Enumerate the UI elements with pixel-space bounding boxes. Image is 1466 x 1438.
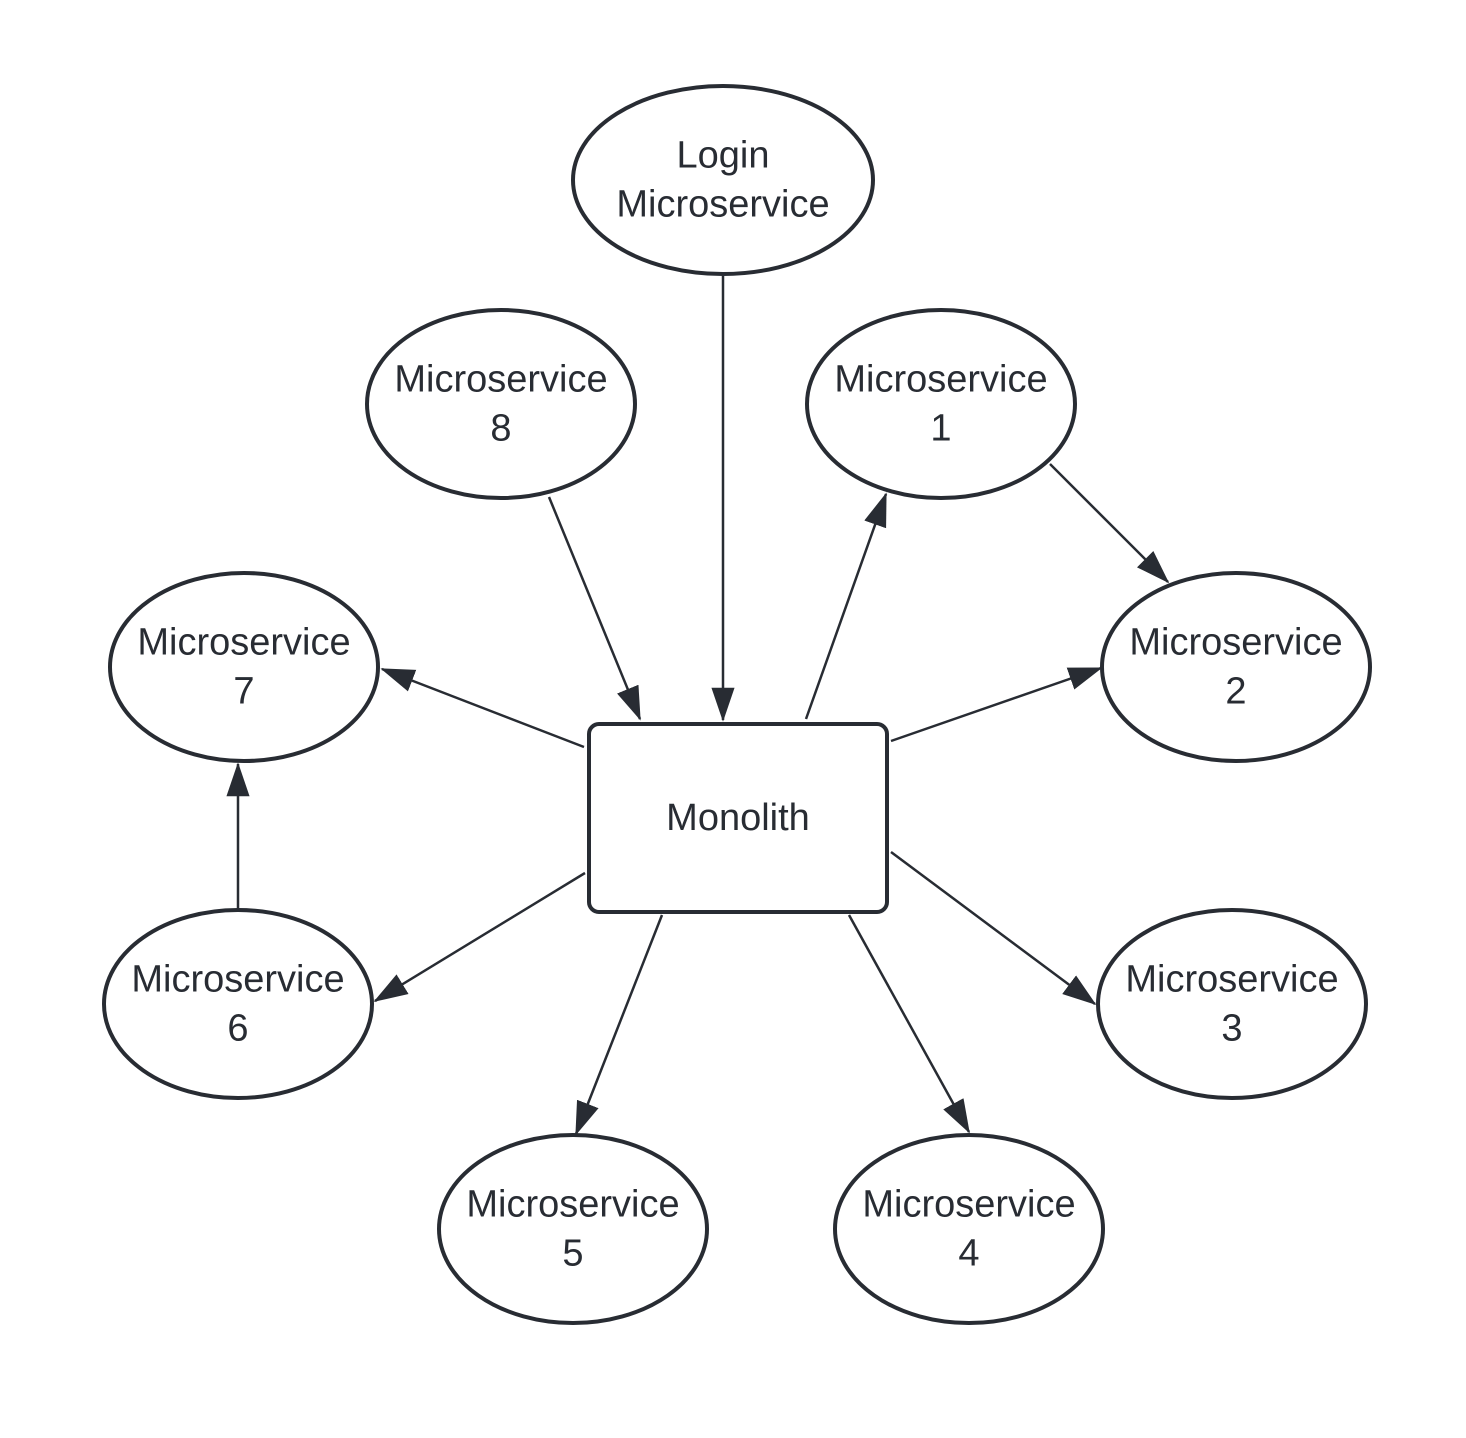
node-ms1-label-line-2: 1 xyxy=(930,408,951,450)
node-ms8: Microservice 8 xyxy=(365,308,637,500)
node-ms6-shape xyxy=(102,908,374,1100)
node-ms7-label-line-1: Microservice xyxy=(137,622,350,664)
edge-monolith-to-ms5 xyxy=(574,914,664,1136)
node-login-label-line-1: Login xyxy=(677,135,770,177)
edge-monolith-to-ms2 xyxy=(890,666,1103,743)
edge-monolith-to-ms4 xyxy=(847,914,971,1134)
node-ms3-label-line-1: Microservice xyxy=(1125,959,1338,1001)
node-ms3-label-line-2: 3 xyxy=(1221,1008,1242,1050)
node-ms7: Microservice 7 xyxy=(108,571,380,763)
node-ms6-label-line-1: Microservice xyxy=(131,959,344,1001)
edge-monolith-to-ms6 xyxy=(373,871,586,1003)
node-ms7-shape xyxy=(108,571,380,763)
node-ms4: Microservice 4 xyxy=(833,1133,1105,1325)
node-ms5-shape xyxy=(437,1133,709,1325)
node-monolith: Monolith xyxy=(587,722,889,914)
edge-monolith-to-ms3 xyxy=(890,850,1097,1006)
node-ms4-label-line-1: Microservice xyxy=(862,1184,1075,1226)
node-ms4-label-line-2: 4 xyxy=(958,1233,979,1275)
node-ms5-label-line-1: Microservice xyxy=(466,1184,679,1226)
node-ms8-label-line-2: 8 xyxy=(490,408,511,450)
node-ms5-label-line-2: 5 xyxy=(562,1233,583,1275)
node-login-label-line-2: Microservice xyxy=(616,184,829,226)
node-ms4-shape xyxy=(833,1133,1105,1325)
node-ms6: Microservice 6 xyxy=(102,908,374,1100)
node-ms5: Microservice 5 xyxy=(437,1133,709,1325)
node-ms3-shape xyxy=(1096,908,1368,1100)
node-ms6-label-line-2: 6 xyxy=(227,1008,248,1050)
edge-monolith-to-ms7 xyxy=(380,667,585,749)
node-ms2-label-line-1: Microservice xyxy=(1129,622,1342,664)
node-ms8-shape xyxy=(365,308,637,500)
edge-monolith-to-ms1 xyxy=(804,492,888,720)
node-monolith-label-line-1: Monolith xyxy=(666,797,810,839)
node-ms2-label-line-2: 2 xyxy=(1225,671,1246,713)
node-ms1-shape xyxy=(805,308,1077,500)
node-ms2: Microservice 2 xyxy=(1100,571,1372,763)
node-ms3: Microservice 3 xyxy=(1096,908,1368,1100)
node-login-shape xyxy=(571,84,875,276)
node-ms2-shape xyxy=(1100,571,1372,763)
edges-layer xyxy=(226,276,1170,1136)
node-ms1-label-line-1: Microservice xyxy=(834,359,1047,401)
edge-ms1-to-ms2 xyxy=(1049,463,1170,584)
node-ms8-label-line-1: Microservice xyxy=(394,359,607,401)
node-ms7-label-line-2: 7 xyxy=(233,671,254,713)
nodes-layer: LoginMicroserviceMicroservice8Microservi… xyxy=(102,84,1372,1325)
node-ms1: Microservice 1 xyxy=(805,308,1077,500)
node-monolith-shape xyxy=(587,722,889,914)
edge-ms8-to-monolith xyxy=(547,496,642,721)
